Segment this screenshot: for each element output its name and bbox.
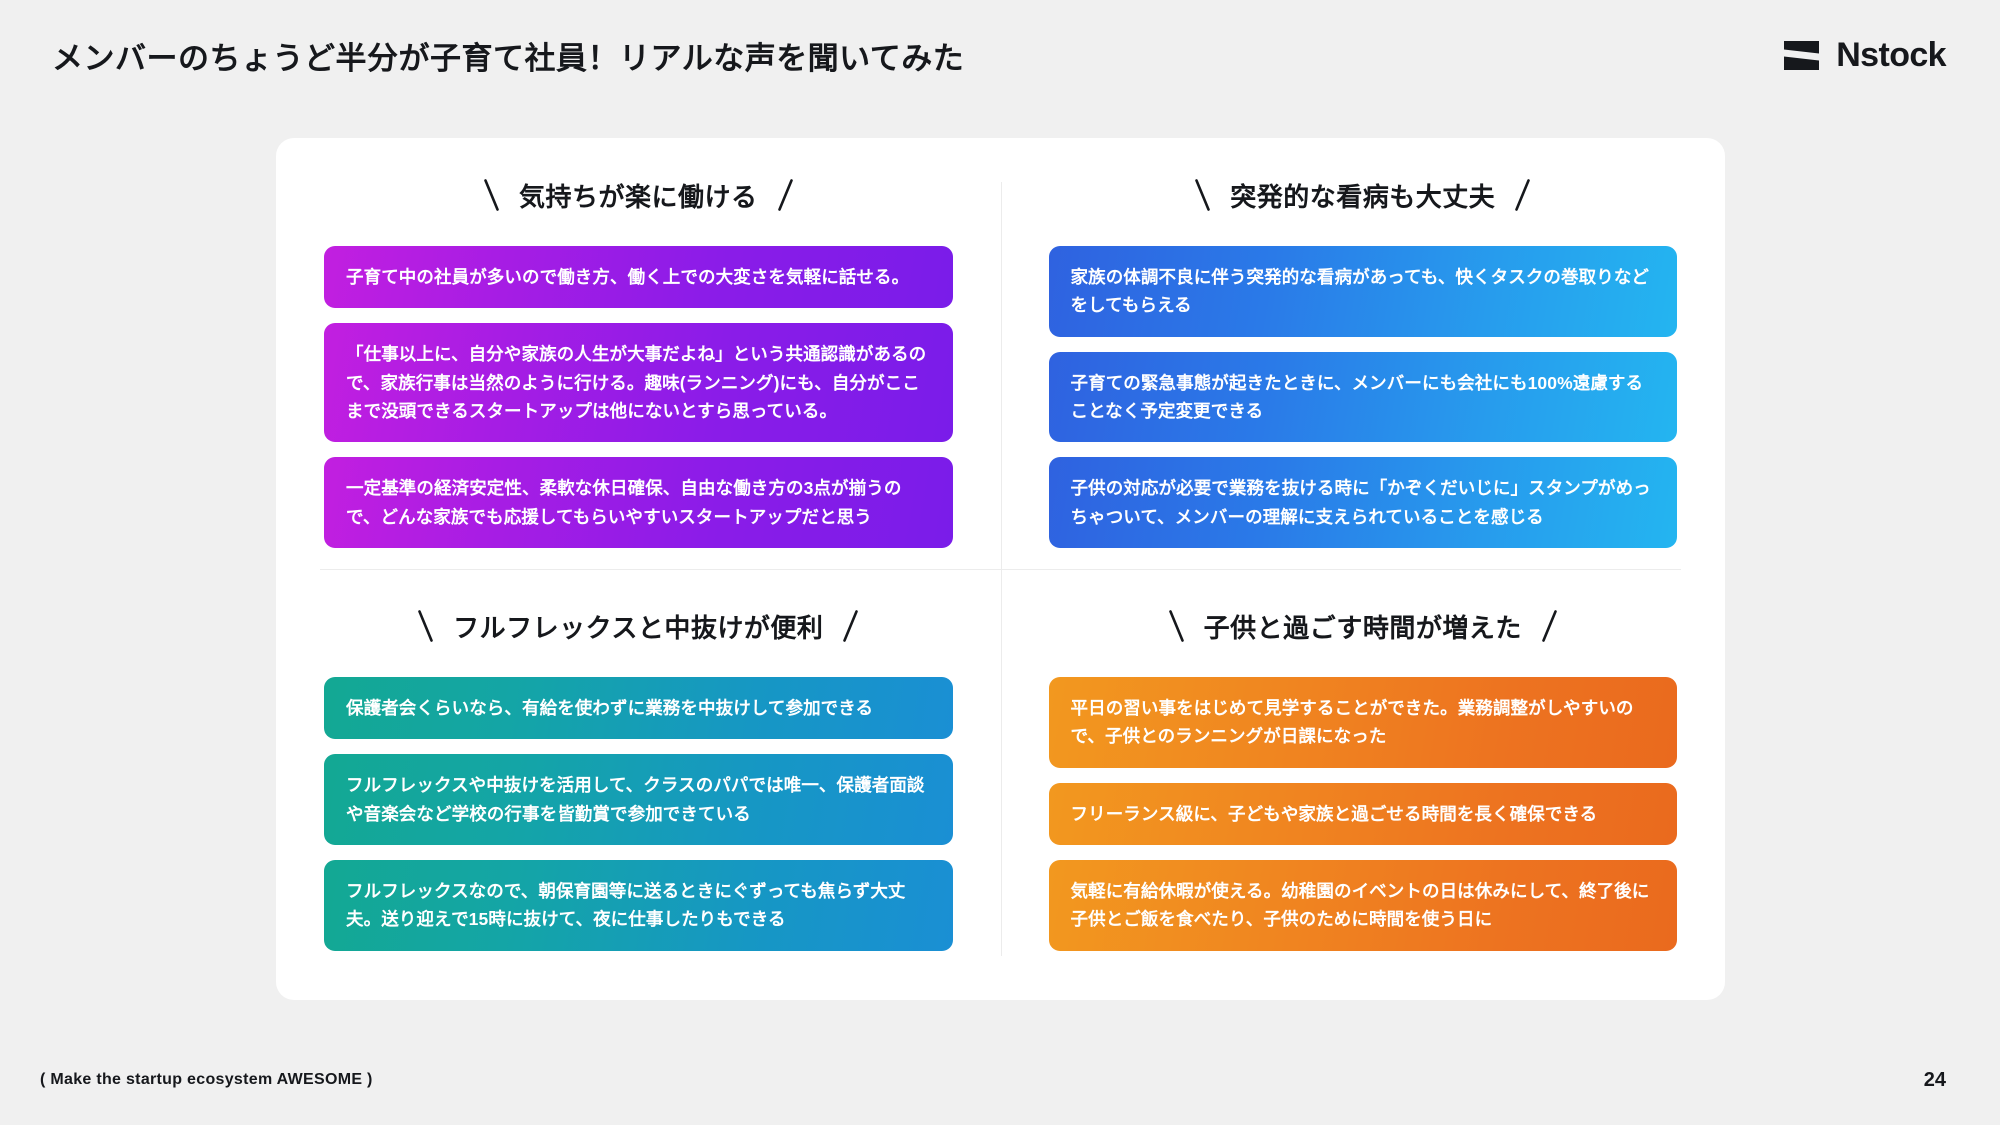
nstock-logo-icon (1782, 36, 1821, 75)
comment-bubble: 一定基準の経済安定性、柔軟な休日確保、自由な働き方の3点が揃うので、どんな家族で… (324, 457, 953, 549)
quadrant-4-heading: 子供と過ごす時間が増えた (1168, 605, 1557, 647)
page-number: 24 (1923, 1068, 1946, 1091)
slide-footer: ( Make the startup ecosystem AWESOME ) 2… (0, 1035, 2000, 1125)
forwardslash-decoration-icon (1542, 610, 1557, 642)
quadrant-2-heading: 突発的な看病も大丈夫 (1195, 174, 1531, 216)
comment-bubble: 平日の習い事をはじめて見学することができた。業務調整がしやすいので、子供とのラン… (1048, 677, 1677, 768)
quadrant-4-heading-text: 子供と過ごす時間が増えた (1203, 612, 1522, 643)
quadrant-1-heading: 気持ちが楽に働ける (484, 174, 793, 216)
backslash-decoration-icon (1195, 179, 1211, 211)
quadrant-3-heading-text: フルフレックスと中抜けが便利 (453, 612, 824, 643)
backslash-decoration-icon (418, 610, 433, 642)
quadrant-4: 子供と過ごす時間が増えた 平日の習い事をはじめて見学することができた。業務調整が… (1001, 569, 1726, 1000)
quadrant-1: 気持ちが楽に働ける 子育て中の社員が多いので働き方、働く上での大変さを気軽に話せ… (276, 138, 1001, 569)
comment-bubble: フルフレックスなので、朝保育園等に送るときにぐずっても焦らず大丈夫。送り迎えで1… (324, 860, 953, 951)
comment-bubble: フリーランス級に、子どもや家族と過ごせる時間を長く確保できる (1048, 782, 1677, 846)
comment-bubble: 子育ての緊急事態が起きたときに、メンバーにも会社にも100%遠慮することなく予定… (1048, 351, 1677, 443)
comment-bubble: 「仕事以上に、自分や家族の人生が大事だよね」という共通認識があるので、家族行事は… (324, 323, 953, 443)
quadrant-2: 突発的な看病も大丈夫 家族の体調不良に伴う突発的な看病があっても、快くタスクの巻… (1001, 138, 1726, 569)
comment-bubble: フルフレックスや中抜けを活用して、クラスのパパでは唯一、保護者面談や音楽会など学… (324, 754, 953, 846)
quadrant-2-heading-text: 突発的な看病も大丈夫 (1230, 181, 1496, 212)
footer-tagline: ( Make the startup ecosystem AWESOME ) (40, 1071, 373, 1088)
forwardslash-decoration-icon (843, 610, 859, 642)
comment-bubble: 気軽に有給休暇が使える。幼稚園のイベントの日は休みにして、終了後に子供とご飯を食… (1048, 860, 1677, 951)
comment-bubble: 子供の対応が必要で業務を抜ける時に「かぞくだいじに」スタンプがめっちゃついて、メ… (1048, 457, 1677, 549)
slide-header: メンバーのちょうど半分が子育て社員！リアルな声を聞いてみた Nstock (0, 0, 2000, 110)
quadrant-3-heading: フルフレックスと中抜けが便利 (418, 605, 859, 647)
backslash-decoration-icon (484, 179, 499, 211)
forwardslash-decoration-icon (777, 179, 793, 211)
brand-name: Nstock (1836, 35, 1946, 74)
quadrant-3: フルフレックスと中抜けが便利 保護者会くらいなら、有給を使わずに業務を中抜けして… (276, 569, 1001, 1000)
quadrant-1-heading-text: 気持ちが楽に働ける (518, 181, 758, 212)
quadrant-3-comment-list: 保護者会くらいなら、有給を使わずに業務を中抜けして参加できる フルフレックスや中… (324, 677, 953, 951)
quadrant-1-comment-list: 子育て中の社員が多いので働き方、働く上での大変さを気軽に話せる。 「仕事以上に、… (324, 246, 953, 549)
content-panel: 気持ちが楽に働ける 子育て中の社員が多いので働き方、働く上での大変さを気軽に話せ… (276, 138, 1725, 1000)
comment-bubble: 保護者会くらいなら、有給を使わずに業務を中抜けして参加できる (324, 677, 953, 740)
comment-bubble: 家族の体調不良に伴う突発的な看病があっても、快くタスクの巻取りなどをしてもらえる (1048, 246, 1677, 337)
comment-bubble: 子育て中の社員が多いので働き方、働く上での大変さを気軽に話せる。 (324, 246, 953, 309)
forwardslash-decoration-icon (1515, 179, 1531, 211)
horizontal-divider (320, 568, 1681, 570)
page-title: メンバーのちょうど半分が子育て社員！リアルな声を聞いてみた (52, 40, 965, 76)
quadrant-2-comment-list: 家族の体調不良に伴う突発的な看病があっても、快くタスクの巻取りなどをしてもらえる… (1048, 246, 1677, 549)
backslash-decoration-icon (1168, 610, 1184, 642)
brand-logo: Nstock (1782, 35, 1947, 75)
quadrant-4-comment-list: 平日の習い事をはじめて見学することができた。業務調整がしやすいので、子供とのラン… (1048, 677, 1677, 951)
